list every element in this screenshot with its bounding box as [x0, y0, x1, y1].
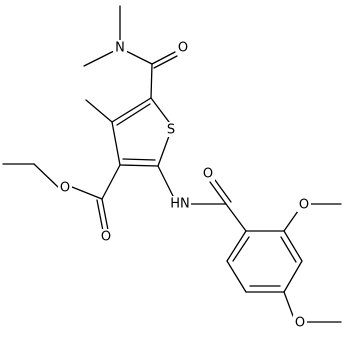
bond-ester-c-o-single	[71, 186, 103, 200]
nh-label: HN	[170, 197, 190, 212]
bond-ring-c6-c1-inner	[232, 236, 250, 262]
bond-ring-c2-c3-inner	[280, 236, 297, 263]
bonds	[2, 5, 342, 323]
bond-c4-c5-a	[111, 97, 152, 123]
bond-c3-c4	[111, 121, 121, 166]
bond-ring-c3-c4	[283, 260, 303, 293]
bond-ring-c6-c1	[226, 230, 247, 262]
ester-carbonyl-o-label: O	[101, 230, 111, 245]
bond-c5-s	[150, 97, 170, 123]
bond-s-c2	[157, 135, 170, 167]
bond-carbonyl-o-b	[153, 55, 178, 69]
bond-carbonyl-o-a	[151, 51, 176, 65]
ortho-methoxy-o-label: O	[299, 198, 309, 213]
bond-ring-ortho-o	[283, 210, 299, 232]
bond-ring-c5-c6	[226, 260, 247, 293]
carbonyl-o-label: O	[178, 41, 188, 56]
bond-n-methyl-left	[83, 50, 115, 67]
bond-c4-c5-b	[116, 103, 151, 126]
bond-c3-ester-c	[101, 164, 121, 200]
benzamide-o-label: O	[203, 167, 213, 182]
bond-n-carbonyl	[125, 50, 153, 65]
bond-ester-c-o-double-a	[101, 198, 109, 231]
bond-c4-methyl	[85, 99, 113, 123]
bond-carbonyl-c5	[150, 63, 153, 99]
bond-c2-nh	[157, 165, 174, 197]
sulfur-label: S	[167, 123, 175, 138]
bond-c2-c3-a	[119, 164, 159, 167]
atom-labels: N O S O O HN O O O	[58, 40, 311, 331]
bond-ester-o-ch2	[33, 163, 59, 188]
bond-c2-c3-b	[122, 158, 156, 161]
bond-benzamide-o-b	[214, 179, 232, 203]
para-methoxy-o-label: O	[295, 316, 305, 331]
bond-ester-c-o-double-b	[96, 199, 104, 232]
ester-ether-o-label: O	[60, 181, 70, 196]
amide-n-label: N	[115, 41, 125, 56]
bond-benzamide-c-ring	[225, 203, 247, 232]
bond-ring-para-o	[283, 291, 294, 317]
bond-benzamide-o-a	[209, 181, 227, 205]
bond-ring-c2-c3	[283, 230, 303, 262]
